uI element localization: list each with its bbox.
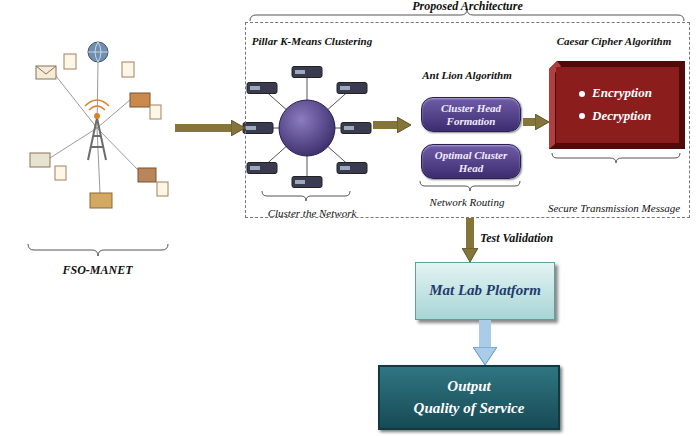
brace [420,181,520,191]
cipher-back [549,61,685,149]
document-icon [64,54,76,69]
bullet-dot [579,113,585,119]
stage-caption: Secure Transmission Message [548,202,680,215]
globe-lines [88,42,108,62]
bullet-text: Decryption [592,109,651,124]
device-led [250,86,260,90]
device-icon [337,83,367,94]
node-caption: FSO-MANET [20,264,175,278]
link-line [97,100,130,128]
device-led [246,126,256,130]
flow-arrow [373,121,401,129]
device-icon [292,177,322,188]
output-box: OutputQuality of Service [378,365,560,430]
screen-icon [138,168,156,182]
cipher-box: EncryptionDecryption [549,61,685,149]
bullet-row: Encryption [579,86,652,101]
flow-arrow [175,124,235,132]
device-led [295,180,305,184]
clustering-stage: Pillar K-Means ClusteringCluster the Net… [251,35,373,220]
flow-arrow [479,320,491,353]
flow-arrow [466,218,474,252]
flow-arrow [523,118,539,126]
device-icon [247,83,277,94]
frame-title: Proposed Architecture [246,0,689,14]
device-led [344,126,354,130]
box-text: Output [447,378,490,395]
brace [28,244,168,256]
antenna-tip [94,113,100,119]
bullet-row: Decryption [579,109,651,124]
cipher-face [556,67,679,143]
stage-title: Pillar K-Means Clustering [252,35,372,48]
brace [262,191,350,201]
document-icon [55,166,66,180]
screen-icon [130,93,150,107]
brace [552,153,680,163]
globe-icon [88,42,108,62]
cipher-shape [549,61,685,149]
device-icon [341,123,371,134]
envelope-flap [36,66,56,74]
hub-circle [279,100,335,156]
device-led [340,86,350,90]
envelope-icon [36,66,56,79]
network-illustration: FSO-MANET [20,40,175,278]
box-text: Quality of Service [414,400,525,417]
device-led [340,166,350,170]
stage-caption: Network Routing [430,196,505,209]
bullet-text: Encryption [592,86,652,101]
document-icon [122,62,134,77]
folder-icon [90,193,112,208]
box-text: Optimal Cluster Head [426,149,516,174]
process-pill: Optimal Cluster Head [421,144,521,179]
device-icon [292,67,322,78]
link-line [97,128,100,193]
device-led [295,70,305,74]
stage-title: Ant Lion Algorithm [422,69,511,82]
edge-label: Test Validation [480,231,553,246]
signal-wave [85,100,109,106]
device-icon [247,163,277,174]
bullet-dot [579,91,585,97]
routing-stage: Ant Lion AlgorithmNetwork Routing Cluster… [411,69,523,209]
architecture-frame: Proposed ArchitecturePillar K-Means Clus… [245,22,690,218]
stage-title: Caesar Cipher Algorithm [557,35,672,48]
security-stage: Caesar Cipher AlgorithmSecure Transmissi… [541,35,687,215]
platform-box: Mat Lab Platform [415,262,555,320]
device-led [250,166,260,170]
process-pill: Cluster Head Formation [421,97,521,132]
device-icon [337,163,367,174]
screen-icon [30,153,50,167]
stage-caption: Cluster the Network [268,207,357,220]
document-icon [150,105,161,119]
signal-wave [89,106,105,110]
antenna-tower [88,118,106,160]
box-text: Cluster Head Formation [426,102,516,127]
document-icon [157,182,168,196]
box-text: Mat Lab Platform [429,282,541,299]
device-icon [243,123,273,134]
